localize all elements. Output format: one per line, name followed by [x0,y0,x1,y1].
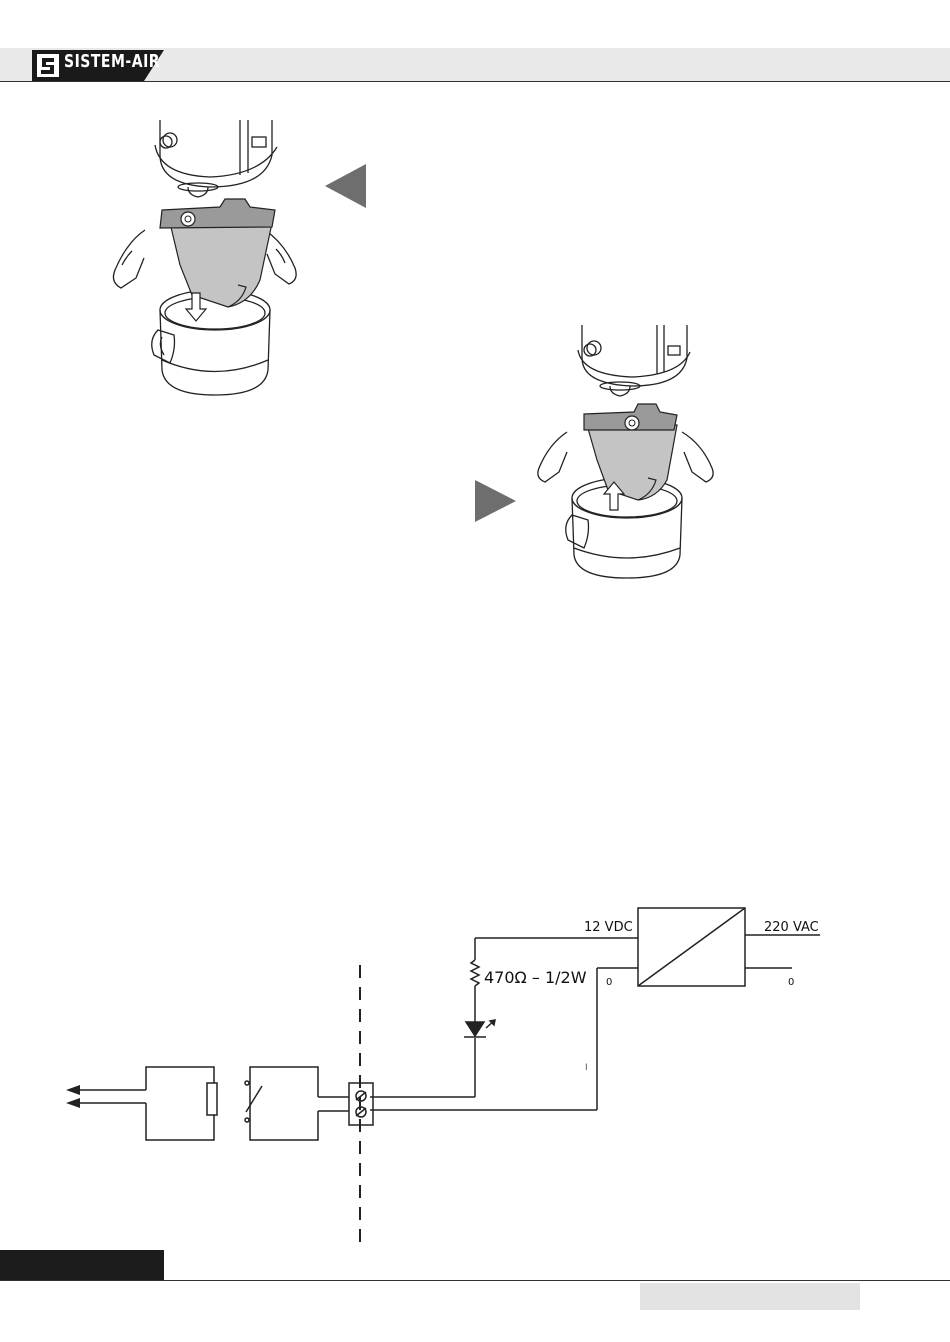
dc-voltage-label: 12 VDC [584,920,633,935]
fuse [207,1083,217,1115]
pointer-left-icon [323,162,368,210]
wire-marker: I [585,1063,588,1073]
resistor [471,960,479,986]
wiring-schematic [0,890,950,1250]
output-arrowhead-2 [66,1098,80,1108]
switch-box [250,1067,318,1140]
led-diode [464,1020,495,1037]
bag-insert-illustration [100,115,315,400]
bag-remove-illustration [522,320,737,585]
ac-zero-label: 0 [788,977,794,988]
footer-box [640,1283,860,1310]
dc-zero-label: 0 [606,977,612,988]
ac-voltage-label: 220 VAC [764,920,819,935]
load-box [146,1067,214,1140]
brand-name: SISTEM-AIR [64,52,160,72]
footer-rule [0,1280,950,1281]
output-arrowhead-1 [66,1085,80,1095]
pointer-right-icon [473,478,518,524]
resistor-label: 470Ω – 1/2W [484,968,587,987]
footer-tab [0,1250,164,1281]
